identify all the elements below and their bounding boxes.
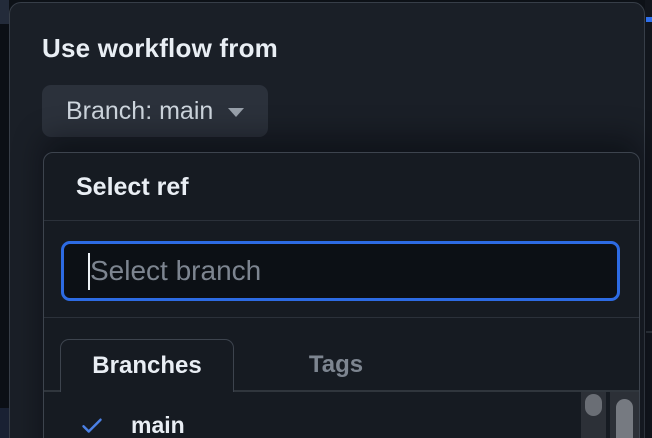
list-scrollbar-thumb[interactable] — [616, 399, 633, 438]
branch-selector-label: Branch: main — [66, 96, 214, 125]
branch-list-item-main[interactable]: main — [44, 392, 579, 438]
page-background-left-bottom — [0, 408, 9, 438]
ref-picker-header-divider — [44, 220, 639, 221]
ref-picker-panel: Select ref Branches Tags main — [43, 152, 640, 438]
page-background-blue-sliver — [646, 17, 652, 22]
page-background-right — [645, 0, 652, 438]
tabs-bottom-border — [44, 390, 639, 392]
dropdown-caret-icon — [228, 108, 245, 117]
tab-branches[interactable]: Branches — [60, 339, 234, 392]
use-workflow-from-heading: Use workflow from — [42, 33, 278, 63]
inner-scrollbar-thumb[interactable] — [585, 394, 602, 416]
run-workflow-dropdown: Use workflow from Branch: main Select re… — [9, 2, 645, 438]
page-background-line — [646, 331, 652, 333]
tab-tags-label: Tags — [308, 350, 364, 378]
ref-picker-title: Select ref — [76, 173, 189, 201]
branch-item-label: main — [131, 411, 185, 438]
branch-selector-button[interactable]: Branch: main — [42, 85, 269, 137]
text-cursor — [88, 253, 90, 290]
ref-search-input[interactable] — [61, 241, 620, 301]
page-background-left-top — [0, 0, 9, 24]
tab-branches-label: Branches — [92, 352, 202, 379]
list-scrollbar-track[interactable] — [610, 392, 639, 438]
ref-picker-search-divider — [44, 317, 639, 318]
tab-tags[interactable]: Tags — [256, 339, 416, 390]
page-background-left — [0, 0, 9, 438]
check-icon — [82, 418, 102, 433]
inner-scrollbar-track[interactable] — [581, 392, 606, 438]
